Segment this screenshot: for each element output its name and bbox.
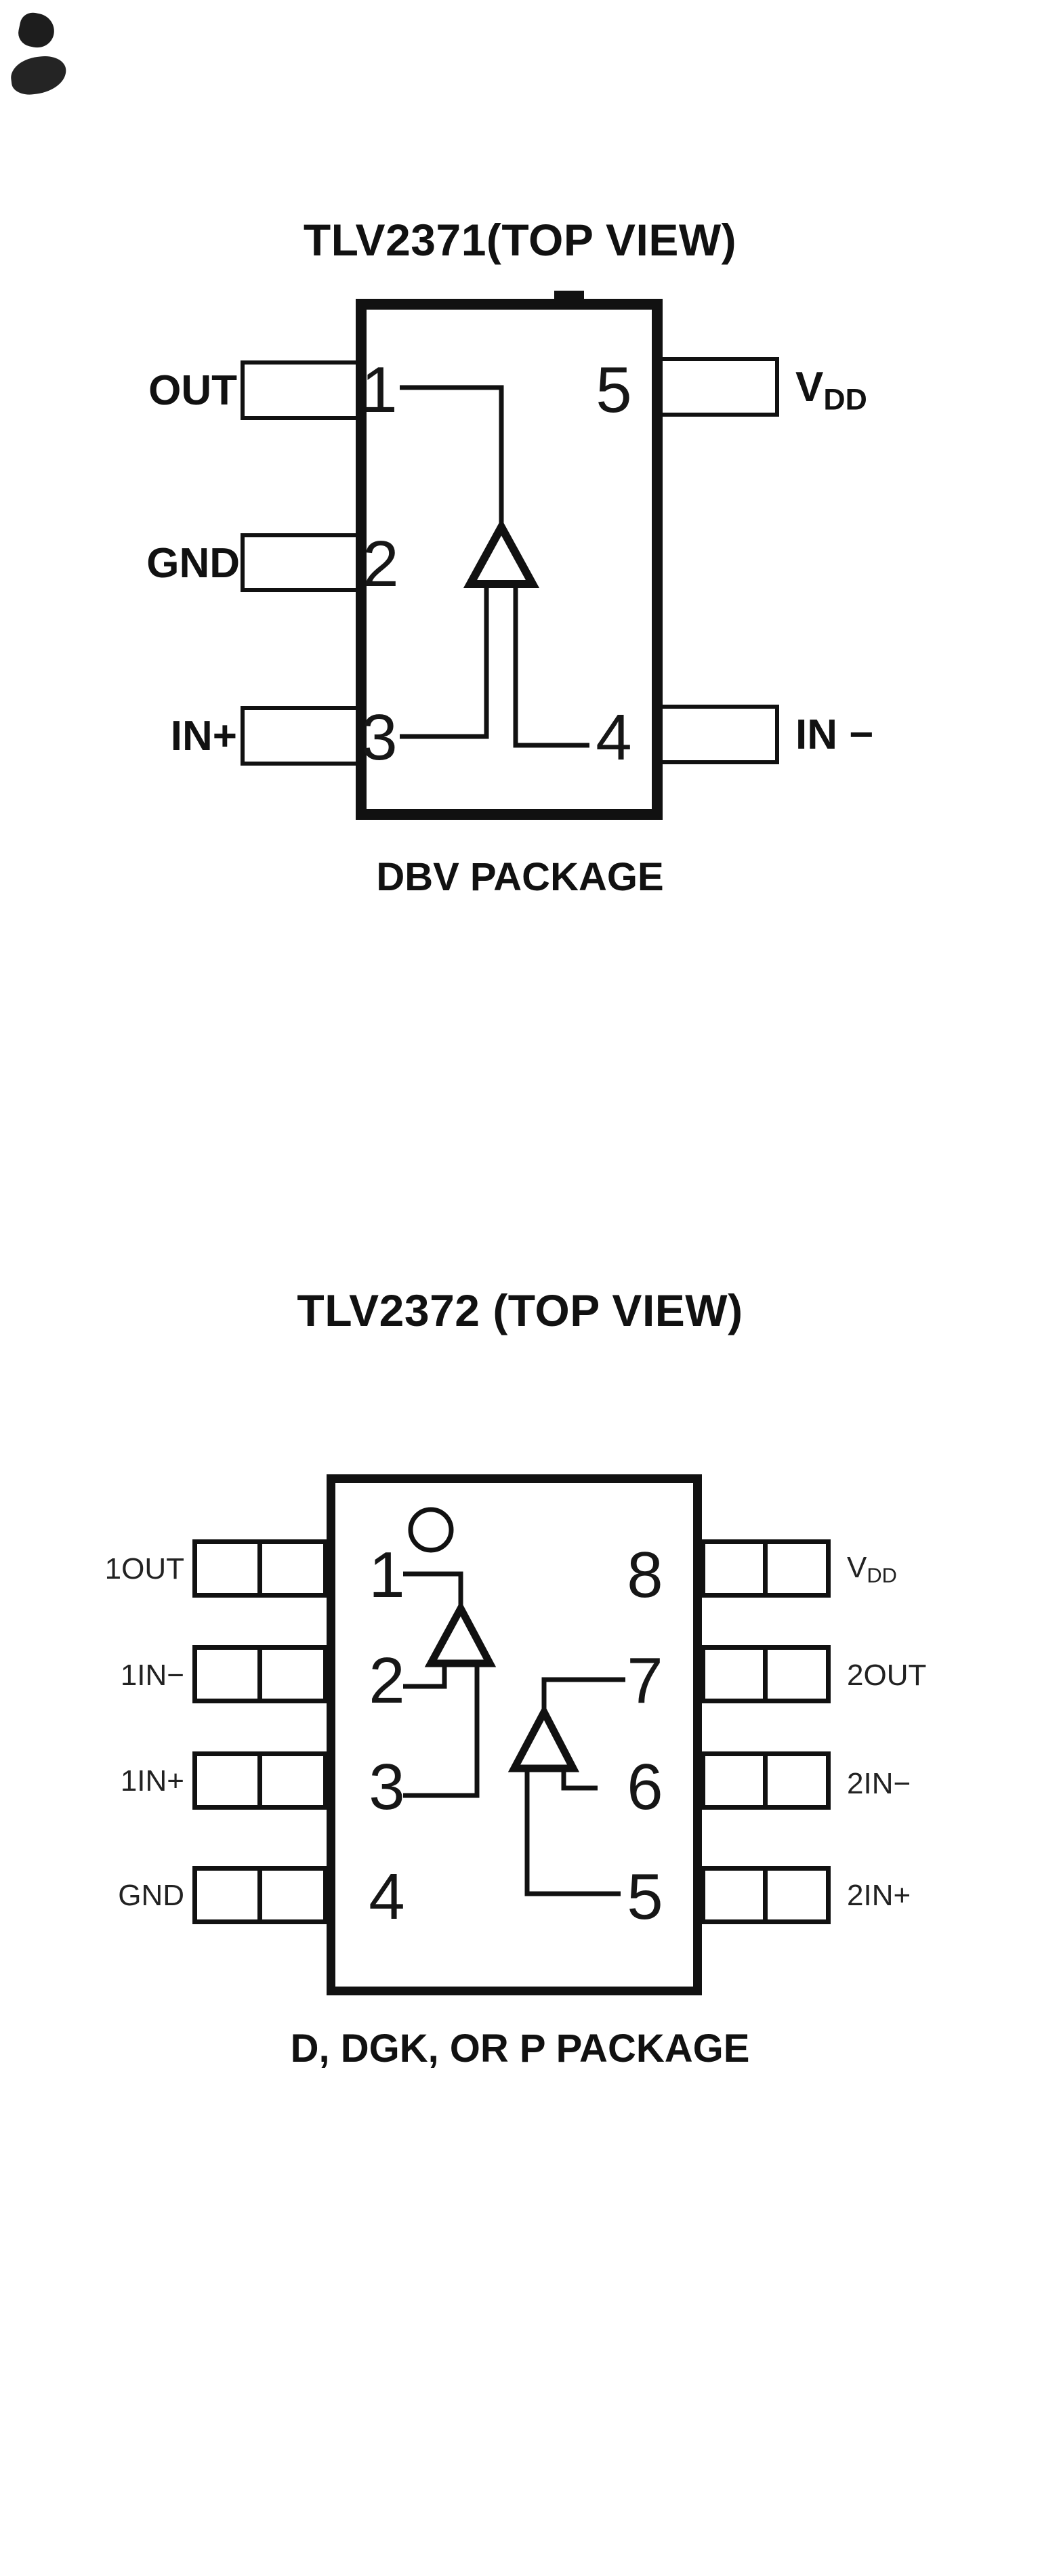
pin-divider — [763, 1544, 768, 1593]
pin-label-1in-minus: 1IN− — [120, 1659, 184, 1692]
pin-divider — [257, 1756, 262, 1805]
pin-divider — [763, 1756, 768, 1805]
pin-label-2in-minus: 2IN− — [847, 1767, 911, 1800]
body-top-mark — [554, 291, 584, 299]
pin-pad-2out — [701, 1645, 831, 1703]
pin-number-5b: 5 — [627, 1861, 663, 1933]
pin-number-4b: 4 — [369, 1861, 405, 1933]
pin-label-out: OUT — [148, 367, 237, 414]
pin-pad-gnd — [241, 533, 360, 592]
pin-number-1b: 1 — [369, 1539, 405, 1611]
opamp1-triangle — [424, 1600, 497, 1667]
pin-number-4: 4 — [596, 701, 632, 774]
pin-pad-2in-plus — [701, 1866, 831, 1924]
pin-label-1in-plus: 1IN+ — [120, 1764, 184, 1798]
pin-divider — [763, 1871, 768, 1919]
vdd-v: V — [847, 1551, 867, 1584]
wire-pin1-amp1-output — [403, 1571, 463, 1608]
wire-pin3-amp1-input — [403, 1663, 480, 1798]
pin-label-in-plus: IN+ — [170, 713, 237, 760]
pin-number-5: 5 — [596, 354, 632, 426]
pin-pad-in-minus — [657, 705, 779, 764]
pin-pad-gnd2 — [192, 1866, 328, 1924]
pin-label-vdd: VDD — [795, 358, 867, 417]
pin-number-2: 2 — [362, 528, 399, 600]
pin-label-2out: 2OUT — [847, 1659, 927, 1692]
pin-divider — [257, 1650, 262, 1699]
diagram2-title: TLV2372 (TOP VIEW) — [297, 1285, 743, 1335]
pin-label-gnd2: GND — [118, 1879, 184, 1912]
diagram1-title: TLV2371(TOP VIEW) — [303, 215, 737, 265]
pin-label-2in-plus: 2IN+ — [847, 1879, 911, 1912]
vdd-sub: DD — [823, 383, 867, 417]
vdd-v: V — [795, 364, 824, 411]
wire-pin1-output — [400, 385, 504, 527]
pin-pad-out — [241, 360, 360, 420]
wire-pin3-input — [400, 584, 489, 739]
diagram2-package-label: D, DGK, OR P PACKAGE — [290, 2027, 750, 2071]
pin-label-vdd2: VDD — [847, 1551, 897, 1587]
pin-number-7b: 7 — [627, 1644, 663, 1717]
pin-label-in-minus: IN − — [795, 711, 874, 758]
wire-pin5-amp2-input — [524, 1768, 621, 1896]
wire-pin4-input — [513, 584, 589, 748]
pin-number-2b: 2 — [369, 1644, 405, 1717]
pin-pad-1in-minus — [192, 1645, 328, 1703]
pin-divider — [257, 1544, 262, 1593]
pin-pad-in-plus — [241, 706, 360, 766]
wire-pin7-amp2-output — [541, 1677, 625, 1712]
wiring-overlay-dbv — [400, 385, 589, 748]
pin-pad-2in-minus — [701, 1751, 831, 1810]
scan-artifact — [9, 54, 68, 97]
pin-pad-vdd2 — [701, 1539, 831, 1598]
scan-artifact — [16, 10, 58, 51]
pin-pad-1out — [192, 1539, 328, 1598]
pin-divider — [257, 1871, 262, 1919]
pin-pad-vdd — [657, 357, 779, 417]
pin-divider — [763, 1650, 768, 1699]
vdd-sub: DD — [867, 1563, 897, 1587]
pin-number-8b: 8 — [627, 1539, 663, 1611]
wiring-overlay-soic — [403, 1507, 625, 1896]
pin-number-6b: 6 — [627, 1751, 663, 1823]
pin-number-3b: 3 — [369, 1751, 405, 1823]
opamp2-triangle — [507, 1704, 580, 1772]
pin-pad-1in-plus — [192, 1751, 328, 1810]
pin-number-1: 1 — [361, 354, 398, 426]
pin1-indicator-circle — [408, 1507, 454, 1553]
opamp-triangle — [463, 518, 540, 588]
ic-body-d-dgk-p — [327, 1474, 702, 1995]
wire-pin6-amp2-input — [561, 1768, 598, 1791]
pin-label-gnd: GND — [146, 540, 240, 587]
diagram1-package-label: DBV PACKAGE — [376, 855, 664, 899]
pin-label-1out: 1OUT — [104, 1552, 184, 1585]
pin-number-3: 3 — [361, 701, 398, 774]
wire-pin2-amp1-input — [403, 1663, 447, 1689]
